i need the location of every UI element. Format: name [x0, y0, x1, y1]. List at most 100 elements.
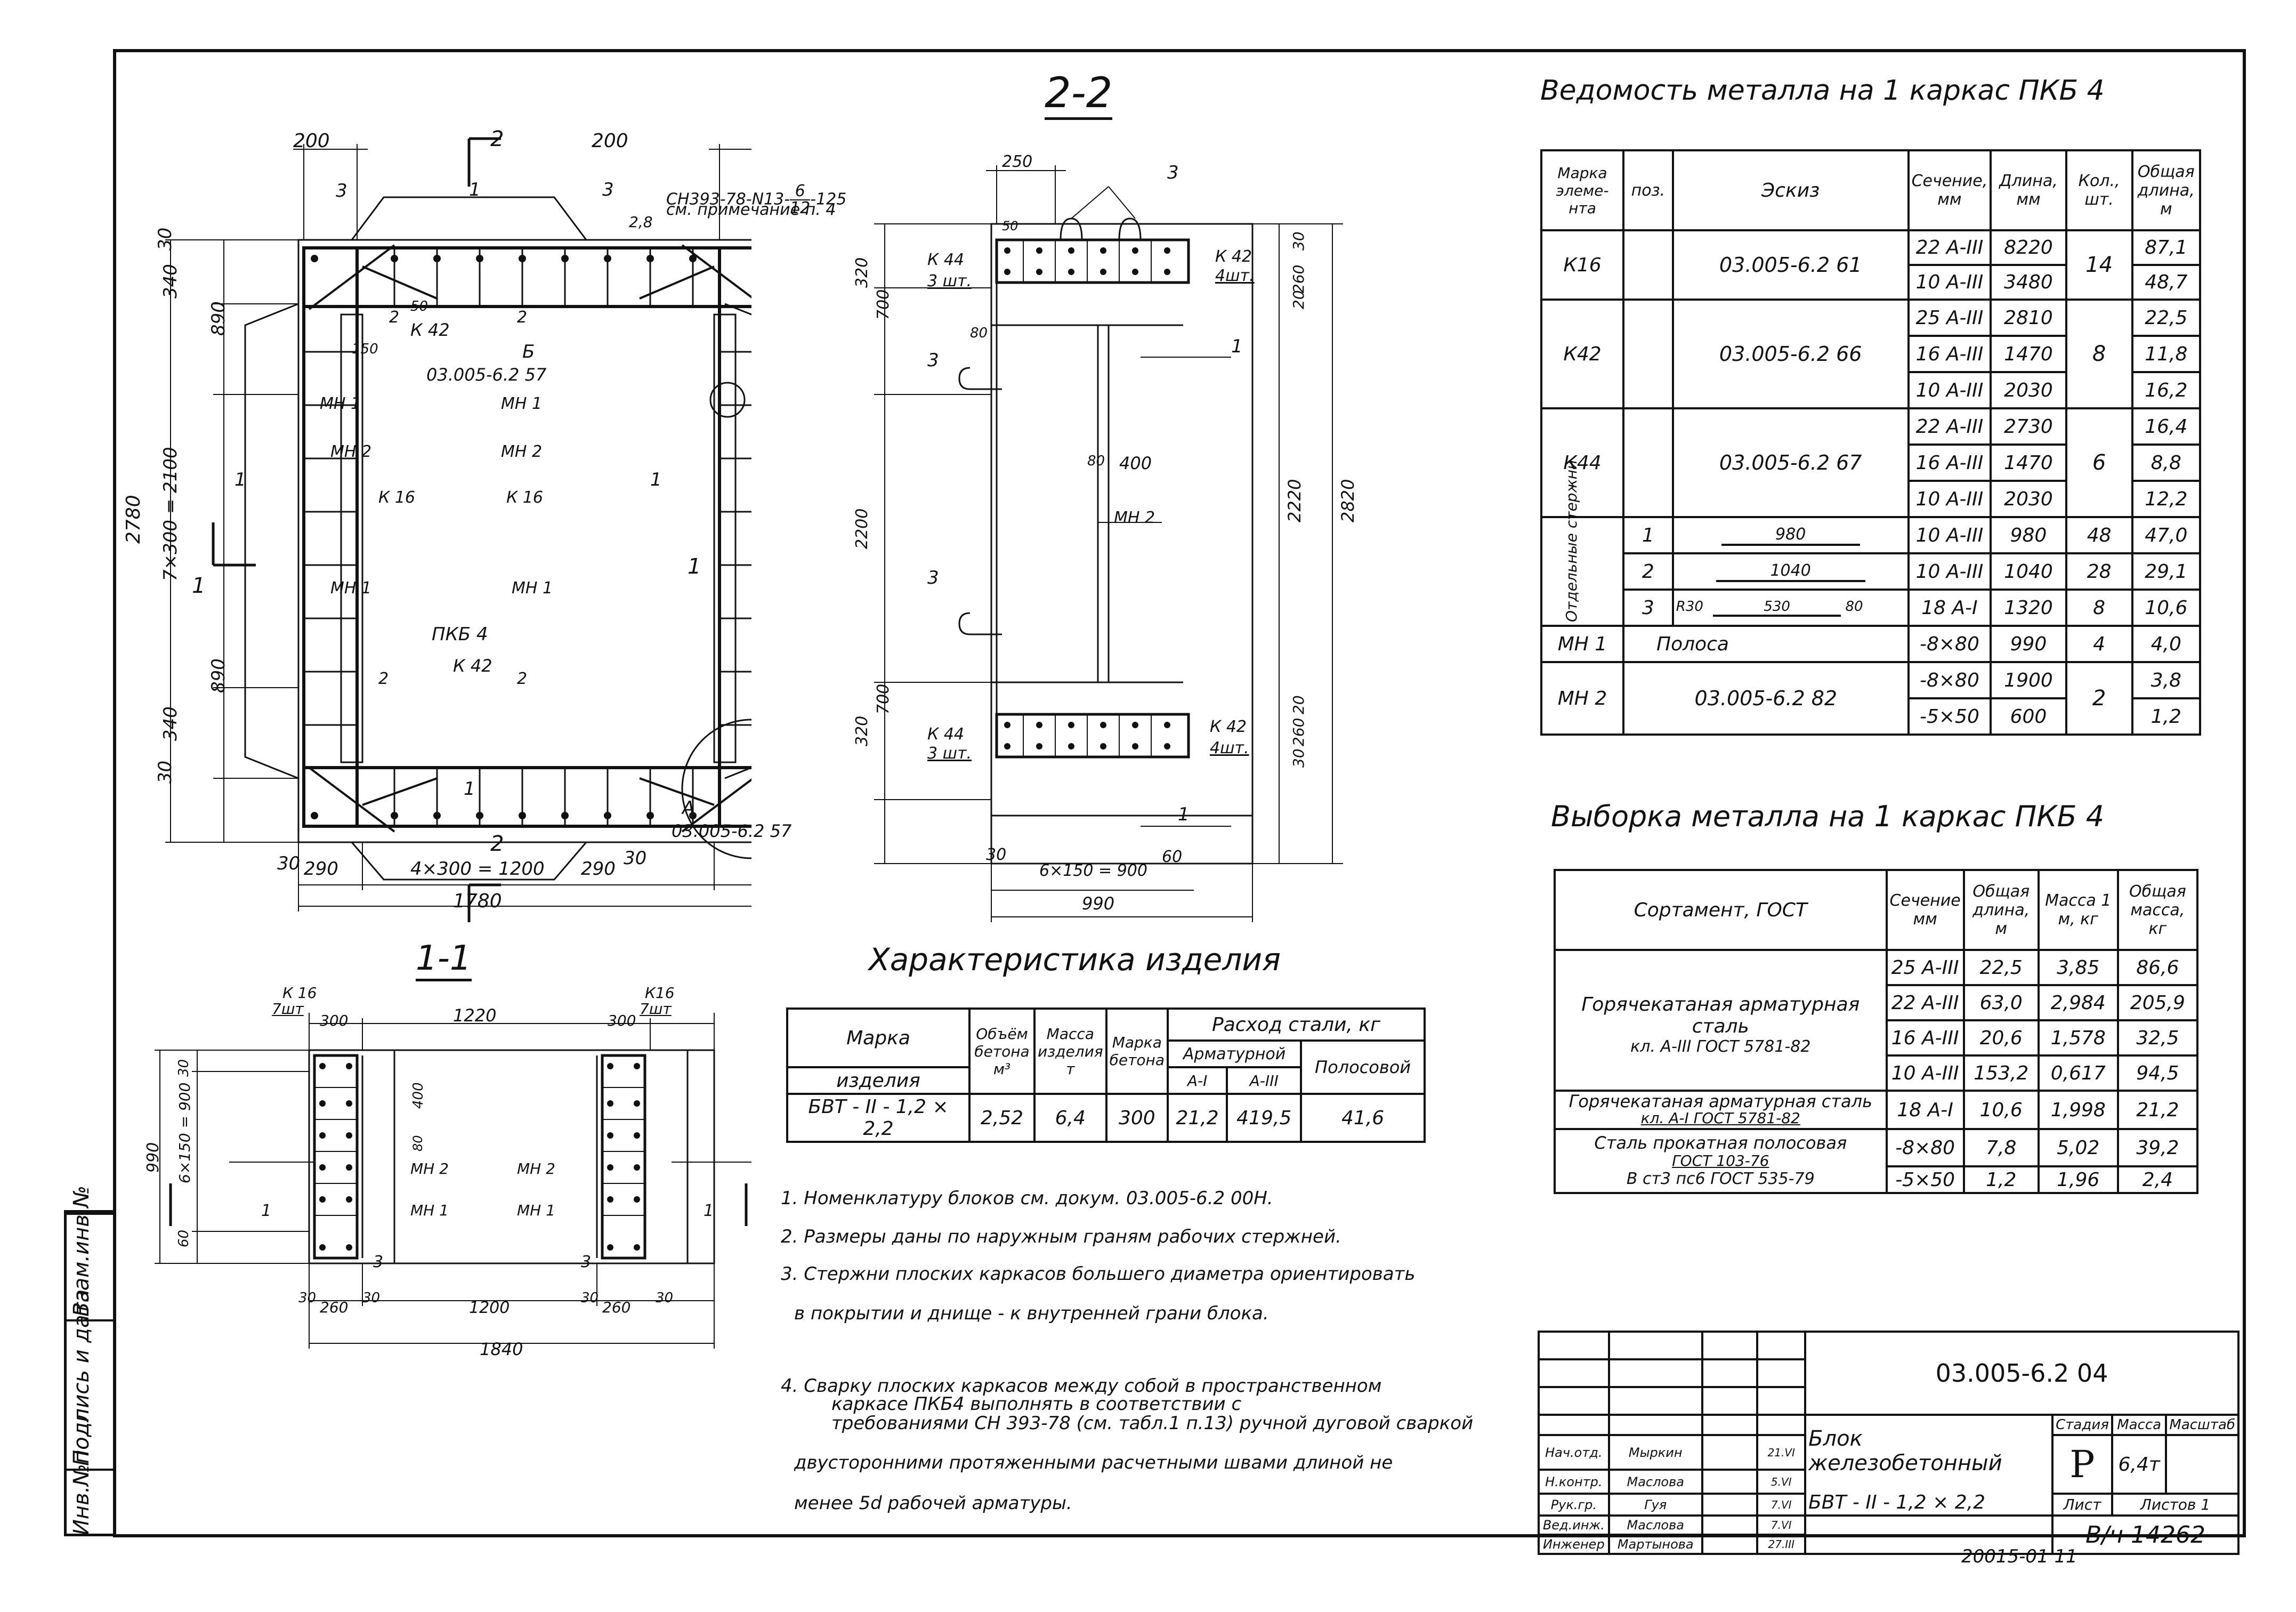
- ms-sep-2-pos: 2: [1622, 552, 1674, 591]
- s22-dim-30-top-right: 30: [1290, 231, 1307, 251]
- ms-h-length: Длина, мм: [1990, 149, 2067, 231]
- note-3-cont: в покрытии и днище - к внутренней грани …: [794, 1303, 1269, 1324]
- plan-dim-890-bottom: 890: [208, 658, 229, 693]
- ms-k16-sec-1: 22 А-III: [1907, 229, 1992, 266]
- plan-dim-340-top: 340: [160, 264, 181, 299]
- ms-k16-sketch: 03.005-6.2 61: [1671, 229, 1910, 301]
- s22-dim-6x150: 6×150 = 900: [1039, 861, 1147, 880]
- ms-mn1-len: 990: [1990, 625, 2067, 663]
- ms-sep-2-qty: 28: [2065, 552, 2133, 591]
- plan-pos-2-c: 2: [378, 670, 389, 688]
- product-h-volume: Объём бетона м³: [968, 1007, 1036, 1095]
- ms-k42-sec-2: 16 А-III: [1907, 335, 1992, 373]
- ms-separate-label: Отдельные стержни: [1563, 460, 1580, 622]
- ms-mn1-total: 4,0: [2131, 625, 2202, 663]
- product-aiii: 419,5: [1226, 1093, 1303, 1143]
- s11-pos-1-right: 1: [704, 1202, 714, 1220]
- stamp-code: 03.005-6.2 04: [1804, 1331, 2240, 1416]
- ms-mn2-total-1: 3,8: [2131, 661, 2202, 699]
- stamp-role-2: Н.контр.: [1538, 1469, 1610, 1495]
- s11-pos-1-left: 1: [261, 1202, 272, 1220]
- s22-dim-320-bottom: 320: [853, 715, 871, 746]
- msel-g1-r2-total: 205,9: [2116, 984, 2199, 1021]
- ms-h-section: Сечение, мм: [1907, 149, 1992, 231]
- ms-k44-total-1: 16,4: [2131, 407, 2202, 446]
- msel-g3-name: Сталь прокатная полосовая: [1594, 1133, 1847, 1153]
- stamp-role-5: Инженер: [1538, 1534, 1610, 1555]
- msel-g1-gost: кл. А-III ГОСТ 5781-82: [1630, 1037, 1811, 1056]
- stamp-bottom-code: 20015-01 11: [1961, 1546, 2077, 1567]
- stamp-name-2: БВТ - II - 1,2 × 2,2: [1808, 1492, 1985, 1513]
- product-h-concrete: Марка бетона: [1105, 1007, 1169, 1095]
- ms-sep-2-sketch: 1040: [1716, 561, 1865, 582]
- ms-mn1-sketch: Полоса: [1622, 625, 1910, 663]
- msel-g1-r4-len: 153,2: [1962, 1054, 2040, 1092]
- stamp-mass-h: Масса: [2111, 1414, 2168, 1436]
- s11-dim-30-b: 30: [362, 1290, 381, 1306]
- s22-dim-30-left: 30: [986, 845, 1007, 864]
- ms-sep-2-len: 1040: [1990, 552, 2067, 591]
- msel-g1-r3-len: 20,6: [1962, 1019, 2040, 1057]
- ms-k16-total-2: 48,7: [2131, 264, 2202, 301]
- stamp-person-3: Гуя: [1607, 1493, 1703, 1517]
- s11-dim-300-right: 300: [608, 1012, 636, 1029]
- s22-k42-top-qty: 4шт.: [1215, 267, 1255, 285]
- msel-g3-r2-len: 1,2: [1962, 1165, 2040, 1194]
- s22-k44-bottom-qty: 3 шт.: [927, 744, 972, 763]
- plan-mn1-d: МН 1: [512, 579, 553, 598]
- msel-g1-r1-unit: 3,85: [2037, 949, 2119, 986]
- msel-h-assortment: Сортамент, ГОСТ: [1554, 869, 1888, 951]
- plan-callout-b: Б: [522, 341, 535, 362]
- ms-h-total: Общая длина, м: [2131, 149, 2202, 231]
- ms-k44-qty: 6: [2065, 407, 2133, 518]
- section-2-2-title: 2-2: [1045, 69, 1113, 120]
- product-h-aiii: А-III: [1226, 1066, 1303, 1095]
- s11-dim-30: 30: [176, 1059, 192, 1077]
- plan-callout-b-ref: 03.005-6.2 57: [426, 365, 547, 385]
- s22-pos-3-bottom: 3: [927, 567, 939, 589]
- msel-g1-r1-len: 22,5: [1962, 949, 2040, 986]
- stamp-person-5: Мартынова: [1607, 1534, 1703, 1555]
- s22-dim-2220: 2220: [1284, 479, 1305, 522]
- plan-dim-7x300: 7×300 = 2100: [160, 447, 181, 581]
- plan-dim-30-a: 30: [277, 853, 301, 874]
- side-stamp: [64, 1210, 116, 1536]
- s22-dim-2200: 2200: [853, 508, 871, 549]
- s11-mn2-left: МН 2: [410, 1160, 449, 1178]
- msel-g1-r2-unit: 2,984: [2037, 984, 2119, 1021]
- s22-dim-700-top: 700: [874, 289, 893, 320]
- ms-mn2-len-2: 600: [1990, 697, 2067, 736]
- plan-k16-a: К 16: [378, 488, 416, 507]
- ms-k44-len-2: 1470: [1990, 444, 2067, 482]
- ms-k42-total-3: 16,2: [2131, 371, 2202, 409]
- stamp-org: В/ч 14262: [2051, 1514, 2240, 1555]
- ms-mn2-total-2: 1,2: [2131, 697, 2202, 736]
- plan-pos-2-d: 2: [517, 670, 528, 688]
- s22-dim-20-bottom: 20: [1290, 695, 1307, 714]
- msel-g1-r3-sec: 16 А-III: [1885, 1019, 1965, 1057]
- metal-select-title: Выборка металла на 1 каркас ПКБ 4: [1551, 800, 2105, 833]
- ms-k42-sec-3: 10 А-III: [1907, 371, 1992, 409]
- ms-mn1-qty: 4: [2065, 625, 2133, 663]
- s11-dim-990: 990: [144, 1142, 163, 1173]
- stamp-date-1: 21.VI: [1756, 1434, 1807, 1471]
- s22-dim-250: 250: [1002, 152, 1033, 171]
- product-ai: 21,2: [1167, 1093, 1228, 1143]
- plan-pos-1-right: 1: [650, 469, 662, 490]
- s11-k16-left: К 16: [282, 984, 317, 1002]
- product-strip: 41,6: [1300, 1093, 1426, 1143]
- s22-dim-80: 80: [970, 325, 988, 341]
- stamp-date-3: 7.VI: [1756, 1493, 1807, 1517]
- plan-pos-1-top: 1: [469, 179, 481, 200]
- ms-mn2-sketch: 03.005-6.2 82: [1622, 661, 1910, 736]
- plan-pos-1-bottom: 1: [464, 778, 475, 800]
- msel-h-unit-mass: Масса 1 м, кг: [2037, 869, 2119, 951]
- ms-mn1-mark: МН 1: [1540, 625, 1624, 663]
- ms-sep-3-total: 10,6: [2131, 589, 2202, 627]
- section-2-2-drawing: [874, 165, 1343, 922]
- stamp-role-3: Рук.гр.: [1538, 1493, 1610, 1517]
- s11-dim-60: 60: [176, 1229, 192, 1247]
- stamp-sheets-h: Листов 1: [2111, 1493, 2240, 1517]
- product-mass: 6,4: [1033, 1093, 1107, 1143]
- ms-sep-1-pos: 1: [1622, 516, 1674, 554]
